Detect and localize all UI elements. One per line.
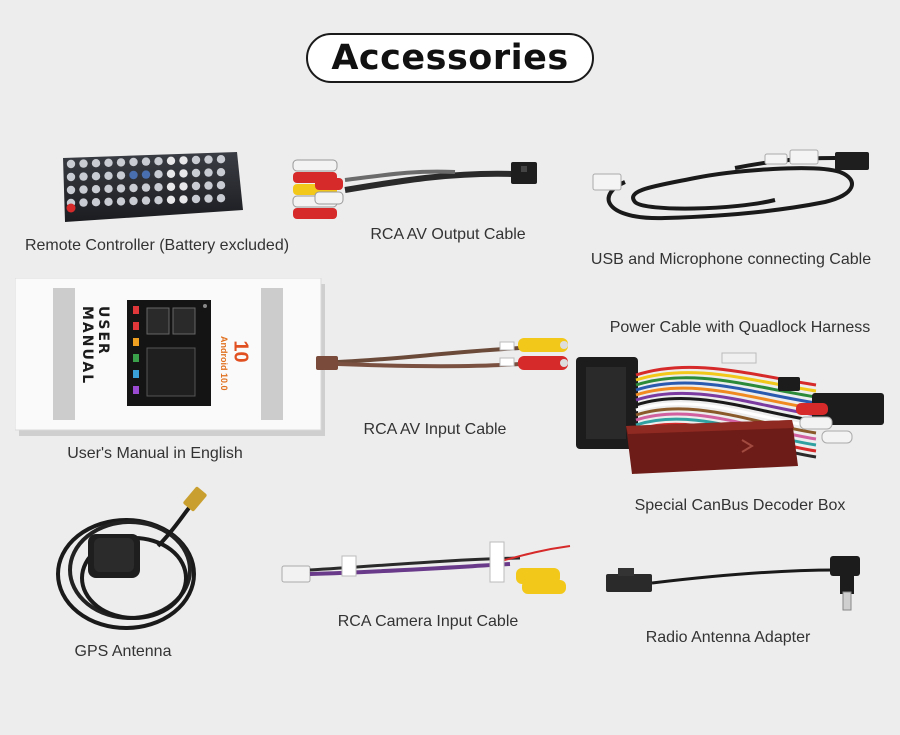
- radio-antenna-adapter-label: Radio Antenna Adapter: [645, 629, 811, 646]
- remote-controller-label: Remote Controller (Battery excluded): [24, 237, 290, 254]
- usb-microphone-cable-label: USB and Microphone connecting Cable: [590, 251, 872, 268]
- canbus-decoder-label: Special CanBus Decoder Box: [634, 497, 846, 514]
- title-banner: Accessories: [306, 33, 594, 83]
- rca-camera-input-cable-label: RCA Camera Input Cable: [337, 613, 519, 630]
- usb-microphone-cable-image: [585, 140, 875, 230]
- remote-controller-image: [55, 150, 245, 225]
- canbus-decoder-box-image: [622, 418, 802, 478]
- manual-cover-heading: USER MANUAL: [79, 306, 111, 386]
- gps-antenna-label: GPS Antenna: [74, 643, 172, 660]
- rca-camera-input-cable-image: [280, 538, 580, 598]
- user-manual-label: User's Manual in English: [67, 445, 243, 462]
- power-cable-label: Power Cable with Quadlock Harness: [609, 319, 871, 336]
- page-title: Accessories: [331, 38, 569, 78]
- user-manual-image: USER MANUAL Android 10.0 10: [15, 278, 327, 438]
- radio-antenna-adapter-image: [600, 548, 870, 618]
- rca-av-output-cable-label: RCA AV Output Cable: [370, 226, 526, 243]
- rca-av-input-cable-label: RCA AV Input Cable: [363, 421, 507, 438]
- manual-cover-logo: 10: [229, 340, 252, 363]
- rca-av-input-cable-image: [310, 330, 570, 385]
- rca-av-output-cable-image: [285, 150, 575, 225]
- manual-cover-version: Android 10.0: [219, 336, 229, 391]
- rca-plugs: [292, 159, 344, 219]
- gps-antenna-image: [48, 486, 213, 636]
